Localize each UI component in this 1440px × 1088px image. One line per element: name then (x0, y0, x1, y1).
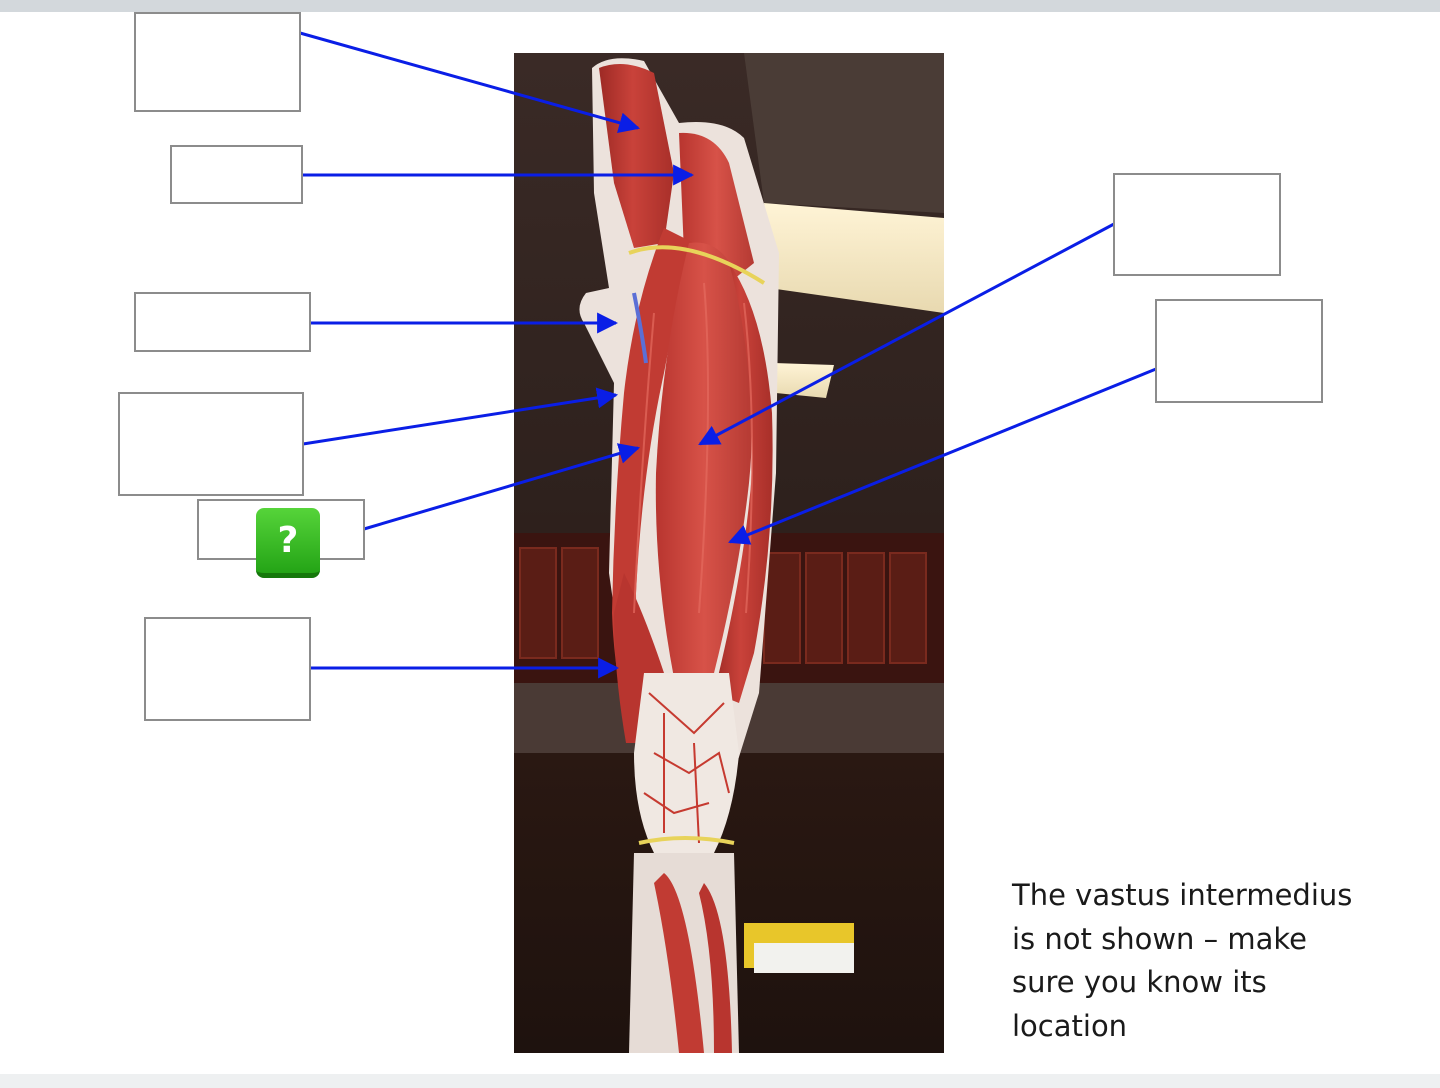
label-box-4[interactable] (118, 392, 304, 496)
bottom-bar (0, 1074, 1440, 1088)
note-text: The vastus intermedius is not shown – ma… (1012, 874, 1412, 1048)
top-bar (0, 0, 1440, 12)
note-line-1: The vastus intermedius (1012, 878, 1353, 912)
note-line-4: location (1012, 1008, 1128, 1043)
label-box-3[interactable] (134, 292, 311, 352)
label-box-8[interactable] (1155, 299, 1323, 403)
label-box-7[interactable] (1113, 173, 1281, 276)
label-box-1[interactable] (134, 12, 301, 112)
thigh-muscle-photo (514, 53, 944, 1053)
label-box-6[interactable] (144, 617, 311, 721)
hint-button[interactable]: ? (256, 508, 320, 578)
question-mark-icon: ? (277, 520, 299, 561)
note-line-3: sure you know its (1012, 965, 1267, 999)
label-box-2[interactable] (170, 145, 303, 204)
note-line-2: is not shown – make (1012, 921, 1307, 956)
